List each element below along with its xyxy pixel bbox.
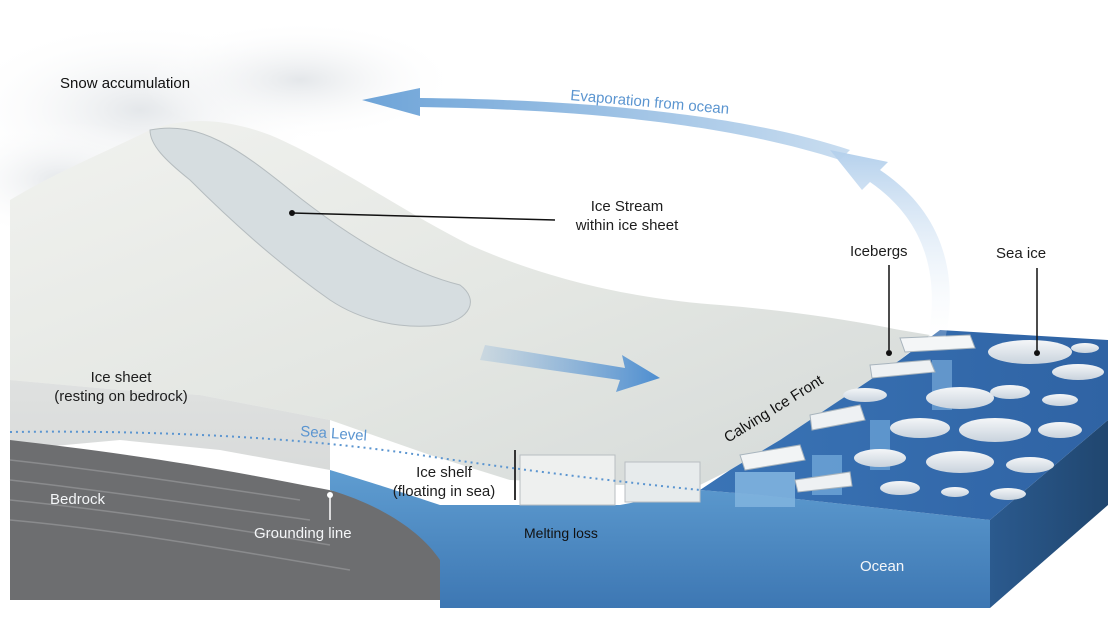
sea-ice-label: Sea ice bbox=[996, 245, 1047, 262]
grounding-line-dot bbox=[327, 492, 333, 498]
evaporation-arrow bbox=[362, 88, 850, 160]
ice-shelf-label-line2: (floating in sea) bbox=[392, 483, 496, 500]
ice-sheet-side bbox=[10, 200, 330, 470]
sea-level-label: Sea Level bbox=[300, 423, 368, 445]
ocean-label: Ocean bbox=[860, 558, 905, 575]
sea-ice-floes bbox=[843, 340, 1104, 500]
evaporation-rise-arrow bbox=[830, 150, 950, 340]
sea-level-line bbox=[9, 430, 701, 491]
ice-sheet-label: Ice sheet (resting on bedrock) bbox=[36, 368, 206, 406]
ocean-front-face bbox=[330, 470, 990, 608]
ice-stream-dot bbox=[289, 210, 295, 216]
bedrock-label: Bedrock bbox=[50, 491, 106, 508]
leader-lines bbox=[291, 212, 1038, 520]
ice-stream-label: Ice Stream within ice sheet bbox=[567, 197, 687, 235]
grounding-line-label: Grounding line bbox=[254, 525, 352, 542]
icebergs-dot bbox=[886, 350, 892, 356]
bedrock-strata bbox=[9, 459, 351, 571]
ice-shelf-label-line1: Ice shelf bbox=[416, 464, 472, 481]
ice-stream-label-line1: Ice Stream bbox=[590, 198, 664, 215]
ice-stream-shape bbox=[149, 127, 471, 327]
melting-loss-label: Melting loss bbox=[524, 525, 598, 541]
ice-flow-arrow bbox=[480, 345, 660, 392]
ice-stream-leader bbox=[291, 212, 556, 221]
iceberg-slabs bbox=[739, 334, 976, 493]
ice-sheet-label-line1: Ice sheet bbox=[90, 369, 152, 386]
bedrock-shape bbox=[10, 440, 445, 600]
snow-accumulation-label: Snow accumulation bbox=[60, 75, 191, 92]
ocean-side-face bbox=[990, 420, 1108, 608]
icebergs-label: Icebergs bbox=[850, 243, 908, 260]
ice-shelf-blocks bbox=[519, 360, 952, 507]
sea-ice-dot bbox=[1034, 350, 1040, 356]
ice-shelf-label: Ice shelf (floating in sea) bbox=[374, 463, 514, 501]
ice-stream-label-line2: within ice sheet bbox=[575, 217, 679, 234]
ice-sheet-label-line2: (resting on bedrock) bbox=[54, 388, 188, 405]
